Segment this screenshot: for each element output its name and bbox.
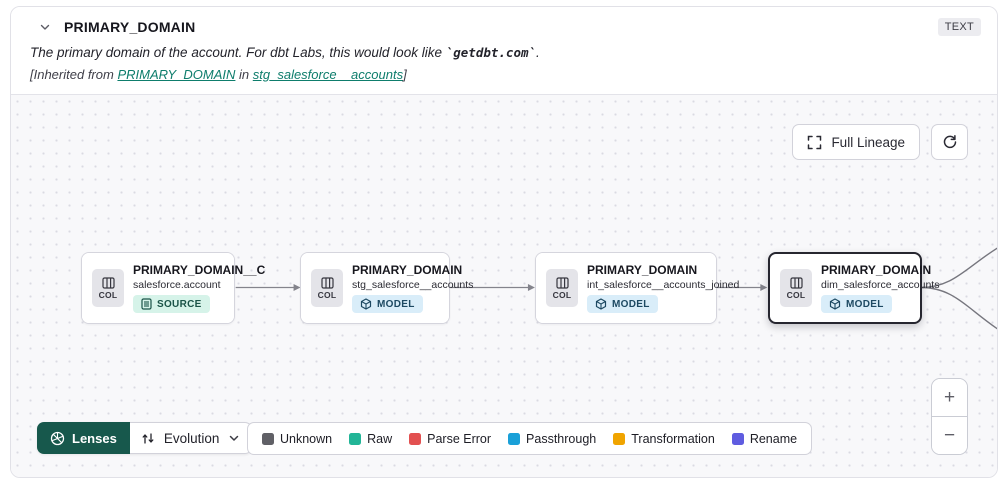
resource-type-badge: SOURCE: [133, 295, 210, 313]
col-chip-label: COL: [552, 289, 572, 300]
inherited-from-line: [Inherited from PRIMARY_DOMAIN in stg_sa…: [30, 67, 981, 82]
legend-label: Passthrough: [526, 431, 597, 446]
chevron-down-icon: [40, 24, 50, 30]
zoom-divider: [932, 416, 967, 417]
lineage-node-source[interactable]: RAW COL PRIMARY_DOMAIN__C salesforce.acc…: [81, 242, 266, 324]
legend-item-rename: Rename: [731, 431, 798, 446]
legend-swatch: [731, 432, 744, 445]
column-header: PRIMARY_DOMAIN TEXT The primary domain o…: [11, 7, 997, 94]
refresh-button[interactable]: [931, 124, 968, 160]
node-title: PRIMARY_DOMAIN__C: [133, 263, 266, 277]
node-subtitle: stg_salesforce__accounts: [352, 279, 474, 291]
description-code: `getdbt.com`: [445, 45, 537, 60]
full-lineage-button[interactable]: Full Lineage: [792, 124, 920, 160]
col-chip-label: COL: [317, 289, 337, 300]
col-chip-label: COL: [786, 289, 806, 300]
selected-lens-label: Evolution: [163, 430, 220, 446]
columns-icon: [555, 276, 569, 289]
node-title: PRIMARY_DOMAIN: [352, 263, 463, 277]
lens-dropdown[interactable]: Evolution: [129, 422, 253, 454]
resource-type-badge: MODEL: [587, 295, 658, 313]
legend-swatch: [262, 432, 274, 445]
legend-item-passthrough: Passthrough: [508, 432, 596, 446]
legend-swatch: [409, 432, 422, 445]
inherited-column-link[interactable]: PRIMARY_DOMAIN: [117, 67, 236, 82]
legend-swatch: [508, 432, 521, 445]
model-icon: [360, 298, 372, 310]
column-chip: COL: [92, 269, 124, 307]
evolution-icon: [142, 432, 154, 444]
column-chip: COL: [311, 269, 343, 307]
legend-label: Transformation: [631, 431, 715, 446]
columns-icon: [320, 276, 334, 289]
node-subtitle: int_salesforce__accounts_joined: [587, 279, 740, 291]
legend-item-unknown: Unknown: [262, 432, 332, 446]
legend-label: Unknown: [280, 431, 333, 446]
column-chip: COL: [780, 269, 812, 307]
legend-item-transformation: Transformation: [613, 432, 715, 446]
resource-type-label: MODEL: [846, 298, 884, 310]
node-subtitle: dim_salesforce_accounts: [821, 279, 940, 291]
lineage-node-dim-selected[interactable]: PASSTHROUGH COL PRIMARY_DOMAIN dim_sales…: [768, 243, 940, 324]
full-lineage-label: Full Lineage: [831, 134, 905, 150]
lenses-label: Lenses: [72, 430, 117, 446]
lineage-canvas[interactable]: Full Lineage RAW COL: [11, 94, 997, 477]
lens-aperture-icon: [50, 431, 65, 445]
source-icon: [141, 298, 152, 310]
description-period: .: [536, 45, 540, 60]
collapse-chevron-button[interactable]: [39, 21, 51, 33]
zoom-out-button[interactable]: −: [932, 417, 967, 454]
page-title: PRIMARY_DOMAIN: [64, 19, 196, 35]
columns-icon: [789, 276, 803, 289]
node-title: PRIMARY_DOMAIN: [821, 263, 932, 277]
legend-item-raw: Raw: [349, 432, 392, 446]
node-title: PRIMARY_DOMAIN: [587, 263, 698, 277]
legend-swatch: [349, 432, 362, 445]
legend-item-parse-error: Parse Error: [409, 432, 491, 446]
data-type-badge: TEXT: [937, 18, 981, 36]
columns-icon: [101, 276, 115, 289]
chevron-down-icon: [230, 435, 239, 441]
description-text: The primary domain of the account. For d…: [30, 45, 446, 60]
lineage-node-int[interactable]: PASSTHROUGH COL PRIMARY_DOMAIN int_sales…: [535, 242, 740, 324]
model-icon: [829, 298, 841, 310]
legend-label: Rename: [749, 431, 798, 446]
column-description: The primary domain of the account. For d…: [30, 45, 981, 60]
lineage-node-stg[interactable]: RENAME COL PRIMARY_DOMAIN stg_salesforce…: [300, 242, 474, 324]
inherited-suffix: ]: [403, 67, 407, 82]
lenses-button[interactable]: Lenses: [37, 422, 130, 454]
zoom-in-button[interactable]: +: [932, 379, 967, 416]
legend-label: Parse Error: [427, 431, 492, 446]
evolution-legend: Unknown Raw Parse Error Passthrough Tran…: [247, 422, 813, 455]
column-lineage-panel: PRIMARY_DOMAIN TEXT The primary domain o…: [10, 6, 998, 478]
node-subtitle: salesforce.account: [133, 279, 221, 291]
column-chip: COL: [546, 269, 578, 307]
resource-type-label: MODEL: [377, 298, 415, 310]
legend-label: Raw: [367, 431, 393, 446]
inherited-model-link[interactable]: stg_salesforce__accounts: [252, 67, 404, 82]
resource-type-badge: MODEL: [821, 295, 892, 313]
resource-type-badge: MODEL: [352, 295, 423, 313]
zoom-controls: + −: [931, 378, 968, 455]
resource-type-label: SOURCE: [157, 298, 202, 310]
inherited-prefix: [Inherited from: [30, 67, 118, 82]
lenses-control: Lenses Evolution: [37, 422, 253, 454]
refresh-icon: [943, 135, 956, 149]
inherited-middle: in: [235, 67, 253, 82]
model-icon: [595, 298, 607, 310]
col-chip-label: COL: [98, 289, 118, 300]
resource-type-label: MODEL: [612, 298, 650, 310]
expand-icon: [808, 135, 822, 149]
legend-swatch: [613, 432, 626, 445]
